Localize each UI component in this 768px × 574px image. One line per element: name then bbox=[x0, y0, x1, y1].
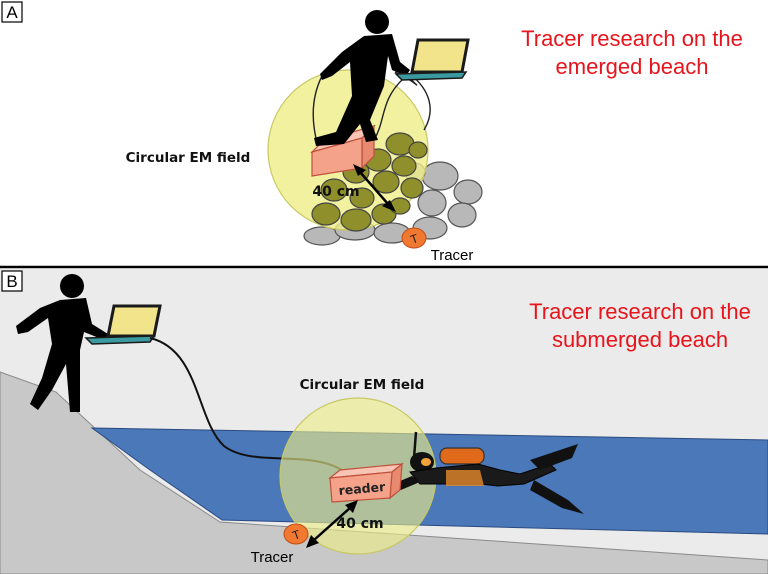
panel-b-laptop bbox=[84, 304, 162, 345]
panel-b-field-label: Circular EM field bbox=[300, 377, 425, 393]
panel-b-distance-label: 40 cm bbox=[336, 516, 383, 532]
panel-b-reader-box bbox=[328, 462, 404, 503]
panel-a-laptop bbox=[394, 38, 470, 81]
panel-a-tracer: T bbox=[401, 227, 427, 249]
panel-b-person bbox=[16, 274, 108, 412]
panel-a-field-label: Circular EM field bbox=[126, 150, 251, 166]
panel-a-distance-arrow bbox=[353, 164, 396, 212]
panel-b-label: B bbox=[6, 272, 17, 291]
panel-b: B Tracer research on the submerged beach… bbox=[0, 269, 768, 574]
panel-b-distance-arrow bbox=[306, 500, 358, 548]
panel-a-tracer-label: Tracer bbox=[431, 247, 474, 264]
panel-a-title-line1: Tracer research on the bbox=[521, 26, 743, 51]
panel-b-title-line1: Tracer research on the bbox=[529, 299, 751, 324]
panel-a-label-box bbox=[1, 1, 23, 23]
panel-a-person bbox=[314, 10, 410, 146]
panel-a-title-line2: emerged beach bbox=[556, 54, 709, 79]
panel-a-label: A bbox=[6, 3, 18, 22]
panel-b-tracer-label: Tracer bbox=[251, 549, 294, 566]
panel-b-title-line2: submerged beach bbox=[552, 327, 728, 352]
panel-b-label-box bbox=[1, 270, 23, 292]
panel-a-distance-label: 40 cm bbox=[312, 184, 359, 200]
panel-b-reader-label: reader bbox=[338, 479, 387, 498]
panel-b-tracer: T bbox=[283, 523, 309, 545]
panel-b-diver bbox=[384, 431, 584, 514]
panel-a: A Tracer research on the emerged beach bbox=[0, 0, 768, 266]
